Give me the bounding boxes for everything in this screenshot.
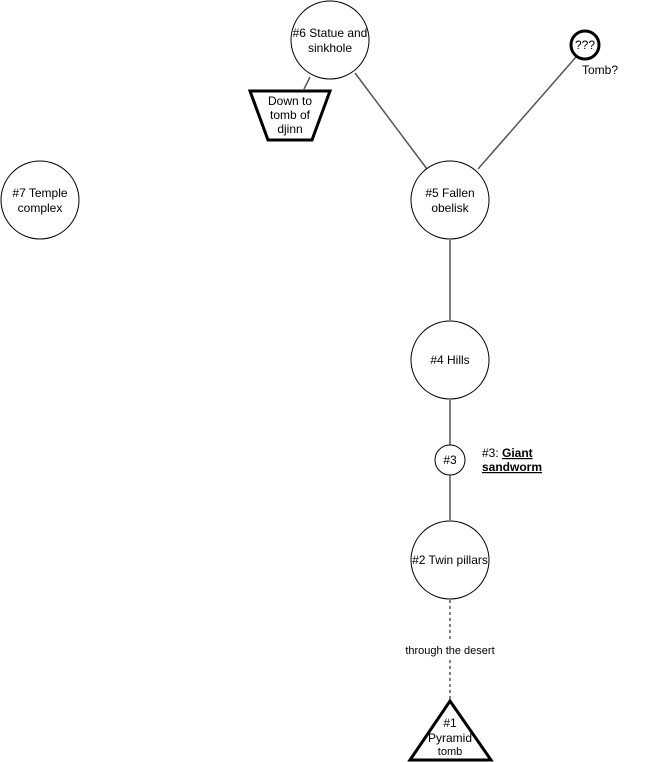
node-obelisk[interactable] <box>410 160 490 240</box>
desert-label-bg <box>404 642 496 658</box>
sandworm-link-2[interactable]: sandworm <box>482 460 542 474</box>
node-djinn-label-2: tomb of <box>270 108 311 122</box>
node-pyramid-label-1: #1 <box>443 716 457 730</box>
node-pillars-label: #2 Twin pillars <box>412 553 488 567</box>
node-statue[interactable] <box>290 0 370 80</box>
sandworm-annotation-prefix: #3: <box>482 446 502 460</box>
node-djinn-label-1: Down to <box>268 94 312 108</box>
node-unknown-label: ??? <box>575 38 595 52</box>
node-pillars[interactable] <box>410 520 490 600</box>
node-unknown[interactable] <box>569 29 601 61</box>
sandworm-link-1[interactable]: Giant <box>502 446 533 460</box>
node-sandworm-label: #3 <box>443 453 457 467</box>
tomb-question-label: Tomb? <box>582 63 618 77</box>
node-sandworm[interactable] <box>434 444 466 476</box>
node-temple-label-2: complex <box>18 201 63 215</box>
node-djinn[interactable] <box>247 89 333 142</box>
node-statue-label-2: sinkhole <box>308 41 352 55</box>
node-obelisk-label-1: #5 Fallen <box>425 186 474 200</box>
node-hills-label: #4 Hills <box>430 353 469 367</box>
node-temple-label-1: #7 Temple <box>12 186 67 200</box>
desert-path-label: through the desert <box>405 645 494 657</box>
node-obelisk-label-2: obelisk <box>431 201 469 215</box>
edge-statue-djinn <box>303 76 311 90</box>
node-hills[interactable] <box>410 320 490 400</box>
node-pyramid-label-2: Pyramid <box>428 731 472 745</box>
node-statue-label-1: #6 Statue and <box>293 26 368 40</box>
edge-obelisk-unknown <box>477 56 577 170</box>
node-pyramid[interactable] <box>407 698 494 762</box>
edge-obelisk-statue <box>354 72 428 170</box>
node-djinn-label-3: djinn <box>277 122 302 136</box>
node-pyramid-label-3: tomb <box>438 746 462 758</box>
node-temple[interactable] <box>0 160 80 240</box>
